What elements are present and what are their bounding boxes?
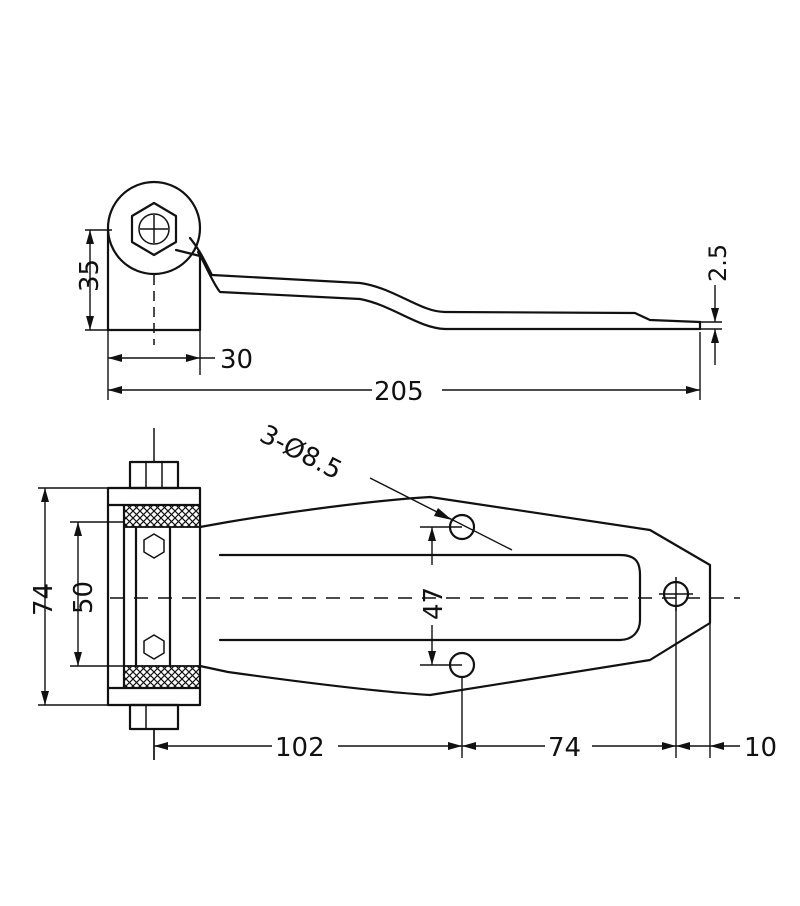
bolt-head-top <box>128 460 180 490</box>
dim-10-label: 10 <box>744 733 777 763</box>
dim-102-label: 102 <box>275 733 325 763</box>
dim-205-label: 205 <box>374 377 424 407</box>
side-view: 35 30 205 2.5 <box>75 180 732 407</box>
dim-holes-label: 3-Ø8.5 <box>255 420 347 487</box>
dim-50-label: 50 <box>69 581 99 614</box>
dim-2-5-label: 2.5 <box>704 244 732 282</box>
top-view: 3-Ø8.5 74 50 47 102 <box>29 420 777 763</box>
dim-35-label: 35 <box>75 259 105 292</box>
dim-30-label: 30 <box>220 345 253 375</box>
leaf-outline <box>198 495 712 697</box>
dim-47-label: 47 <box>419 587 449 620</box>
bushing-top <box>123 504 201 528</box>
bolt-circle <box>138 213 170 245</box>
dim-74-spacing-label: 74 <box>548 733 581 763</box>
knuckle-circle <box>106 180 202 276</box>
bushing-bottom <box>123 665 201 689</box>
dim-74-width-label: 74 <box>29 583 59 616</box>
leaf-strap-upper <box>188 236 702 324</box>
nut-bottom <box>128 703 180 731</box>
leaf-strap-lower <box>196 250 702 331</box>
knuckle-block-top <box>106 486 202 707</box>
hex-nut <box>130 201 178 257</box>
